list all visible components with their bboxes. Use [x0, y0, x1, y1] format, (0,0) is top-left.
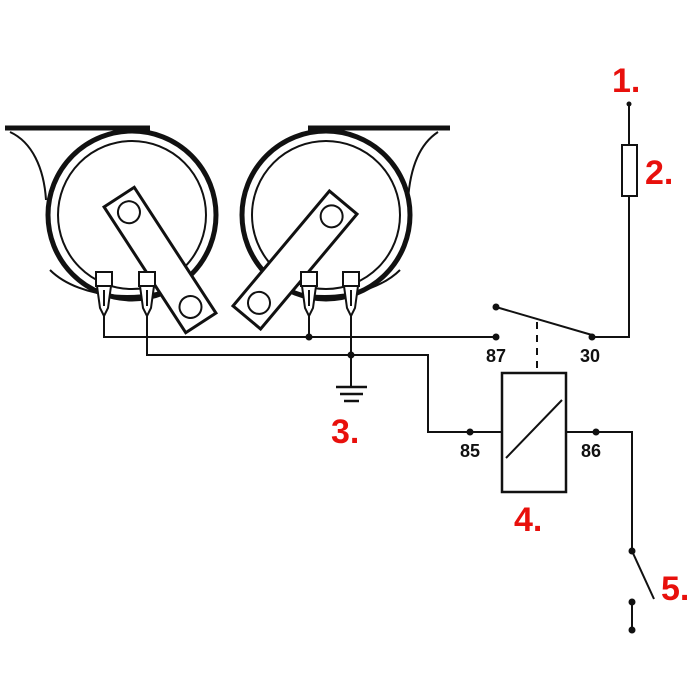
- junction-dot: [305, 333, 313, 341]
- label-3-ground: 3.: [331, 413, 359, 451]
- right-horn-outer-ring: [239, 128, 413, 302]
- left-horn-flare: [9, 131, 47, 201]
- left-horn-terminal-b: [138, 271, 156, 319]
- wire-ground-bus: [146, 316, 470, 433]
- right-horn-terminal-a: [300, 271, 318, 319]
- left-horn-outer-ring: [45, 128, 219, 302]
- pin-label-85: 85: [460, 441, 480, 461]
- wire-86-to-button: [596, 431, 633, 551]
- pin-85-dot: [466, 428, 474, 436]
- left-horn-inner-ring: [57, 140, 207, 290]
- right-horn-bracket-hole-top: [319, 204, 344, 229]
- right-horn-flare: [407, 131, 439, 201]
- pin-label-86: 86: [581, 441, 601, 461]
- relay-coil-box: [500, 371, 568, 494]
- junction-dot: [347, 351, 355, 359]
- right-horn-terminal-b: [342, 271, 360, 319]
- label-1-supply: 1.: [612, 62, 640, 100]
- supply-terminal-dot: [626, 101, 632, 107]
- label-4-relay: 4.: [514, 501, 542, 539]
- wire-horns-to-87: [103, 316, 496, 338]
- label-5-horn-button: 5.: [661, 570, 689, 608]
- horn-button-switch: [631, 550, 655, 600]
- left-horn-bracket-hole-bottom: [178, 294, 203, 319]
- right-horn-bracket-hole-bottom: [247, 290, 272, 315]
- relay-switch-blade: [495, 306, 593, 336]
- left-horn: [5, 125, 219, 335]
- left-horn-bracket-hole-top: [116, 200, 141, 225]
- right-horn: [230, 125, 450, 332]
- right-horn-inner-ring: [251, 140, 401, 290]
- wire-30-to-fuse: [592, 196, 630, 338]
- fuse: [621, 144, 638, 197]
- button-ground-dot: [628, 626, 636, 634]
- left-horn-bracket: [101, 185, 219, 335]
- label-2-fuse: 2.: [645, 154, 673, 192]
- pin-87-dot: [492, 333, 500, 341]
- ground-symbol: [336, 385, 367, 403]
- left-horn-terminal-a: [95, 271, 113, 319]
- relay-coil-diagonal: [505, 399, 563, 459]
- pin-label-30: 30: [580, 346, 600, 366]
- pin-label-87: 87: [486, 346, 506, 366]
- wiring: [103, 101, 655, 634]
